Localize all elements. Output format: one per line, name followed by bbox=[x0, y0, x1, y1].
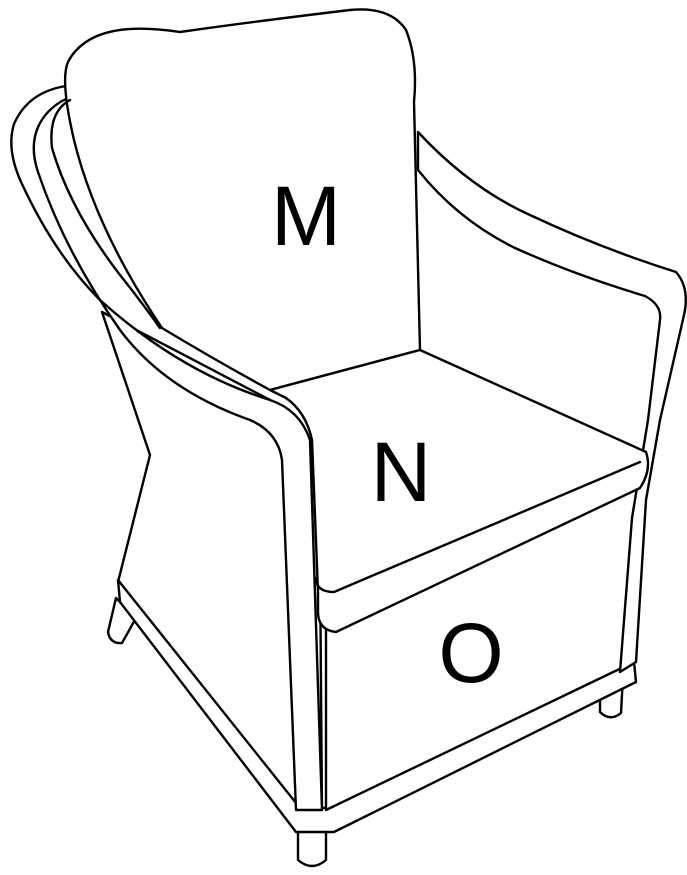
label-backrest: M bbox=[271, 169, 341, 263]
label-front-panel: O bbox=[438, 606, 503, 700]
label-seat: N bbox=[371, 425, 432, 519]
